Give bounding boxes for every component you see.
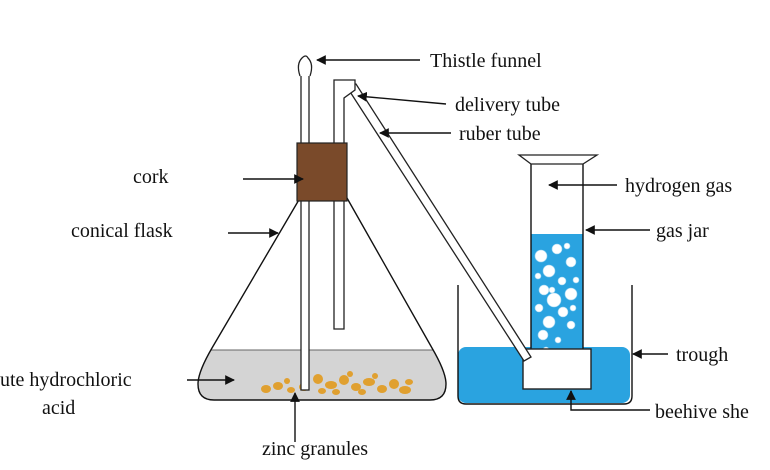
label-hydrogen-gas: hydrogen gas xyxy=(625,175,732,197)
thistle-funnel-top xyxy=(297,55,313,77)
zinc-granule xyxy=(347,371,353,377)
zinc-granule xyxy=(363,378,375,386)
hydrogen-bubbles xyxy=(534,242,580,354)
hydrogen-bubble xyxy=(566,320,576,330)
label-acid-line2: acid xyxy=(42,397,75,419)
hydrogen-bubble xyxy=(572,276,580,284)
hydrogen-bubble xyxy=(537,329,549,341)
flask-outline xyxy=(197,197,447,401)
hydrogen-bubble xyxy=(557,306,569,318)
label-ruber-tube: ruber tube xyxy=(459,123,541,145)
zinc-granule xyxy=(377,385,387,393)
beehive-shelf xyxy=(522,348,592,390)
label-conical-flask: conical flask xyxy=(71,220,173,242)
label-thistle-funnel: Thistle funnel xyxy=(430,50,542,72)
zinc-granule xyxy=(358,389,366,395)
hydrogen-bubble xyxy=(569,304,577,312)
zinc-granule xyxy=(372,373,378,379)
zinc-granule xyxy=(313,374,323,384)
label-acid-line1: ute hydrochloric xyxy=(0,369,132,391)
hydrogen-bubble xyxy=(548,286,556,294)
conical-flask xyxy=(197,197,447,401)
zinc-granule xyxy=(287,387,295,393)
zinc-granule xyxy=(405,379,413,385)
zinc-granule xyxy=(318,388,326,394)
label-beehive-shelf: beehive she xyxy=(655,401,749,423)
label-gas-jar: gas jar xyxy=(656,220,709,242)
hydrogen-bubble xyxy=(565,256,577,268)
zinc-granule xyxy=(325,381,337,389)
zinc-granules xyxy=(261,371,413,395)
hydrogen-bubble xyxy=(534,303,544,313)
hydrogen-bubble xyxy=(551,243,563,255)
trough-wall xyxy=(457,285,633,405)
zinc-granule xyxy=(284,378,290,384)
zinc-granule xyxy=(273,382,283,390)
hydrogen-bubble xyxy=(534,249,548,263)
zinc-granule xyxy=(389,379,399,389)
hydrogen-bubble xyxy=(538,284,550,296)
zinc-granule xyxy=(339,375,349,385)
hydrogen-bubble xyxy=(564,287,578,301)
gas-jar xyxy=(517,154,600,364)
hydrogen-bubble xyxy=(534,272,542,280)
zinc-granule xyxy=(261,385,271,393)
gas-jar-lid xyxy=(517,154,600,165)
zinc-granule xyxy=(399,386,411,394)
label-zinc-granules: zinc granules xyxy=(262,438,368,460)
hydrogen-bubble xyxy=(557,276,567,286)
hydrogen-bubble xyxy=(542,315,556,329)
delivery-tube xyxy=(333,79,356,330)
label-cork: cork xyxy=(133,166,169,188)
label-trough: trough xyxy=(676,344,728,366)
hydrogen-bubble xyxy=(542,264,556,278)
delivery-tube-pointer xyxy=(357,91,447,105)
gas-jar-walls xyxy=(530,164,584,364)
zinc-granule xyxy=(332,389,340,395)
hydrogen-bubble xyxy=(546,292,562,308)
hydrogen-bubble xyxy=(554,336,562,344)
hydrogen-bubble xyxy=(563,242,571,250)
cork xyxy=(296,142,348,202)
label-delivery-tube: delivery tube xyxy=(455,94,560,116)
zinc-granule xyxy=(351,383,361,391)
thistle-funnel-stem xyxy=(300,73,310,391)
